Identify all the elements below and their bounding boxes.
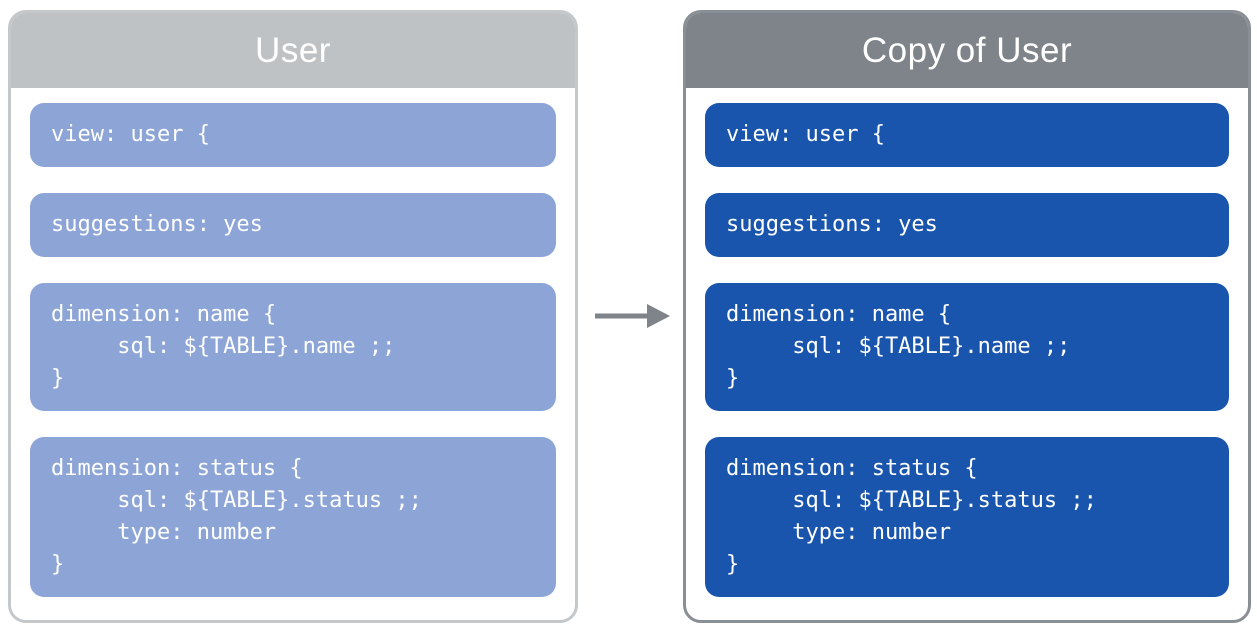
code-block-dimension-name: dimension: name { sql: ${TABLE}.name ;; … (30, 283, 556, 411)
panel-user-header: User (11, 13, 575, 88)
copy-arrow-icon (592, 301, 672, 331)
panel-user-title: User (255, 31, 331, 70)
panel-user: User view: user { suggestions: yes dimen… (8, 10, 578, 623)
code-block-dimension-status: dimension: status { sql: ${TABLE}.status… (705, 437, 1229, 597)
panel-copy-of-user: Copy of User view: user { suggestions: y… (683, 10, 1251, 623)
code-block-dimension-status: dimension: status { sql: ${TABLE}.status… (30, 437, 556, 597)
panel-user-body: view: user { suggestions: yes dimension:… (11, 88, 575, 597)
code-block-dimension-name: dimension: name { sql: ${TABLE}.name ;; … (705, 283, 1229, 411)
code-block-view-declaration: view: user { (705, 103, 1229, 167)
panel-copy-of-user-title: Copy of User (861, 31, 1073, 70)
panel-copy-of-user-body: view: user { suggestions: yes dimension:… (686, 88, 1248, 597)
panel-copy-of-user-header: Copy of User (686, 13, 1248, 88)
code-block-suggestions: suggestions: yes (30, 193, 556, 257)
code-block-view-declaration: view: user { (30, 103, 556, 167)
code-block-suggestions: suggestions: yes (705, 193, 1229, 257)
